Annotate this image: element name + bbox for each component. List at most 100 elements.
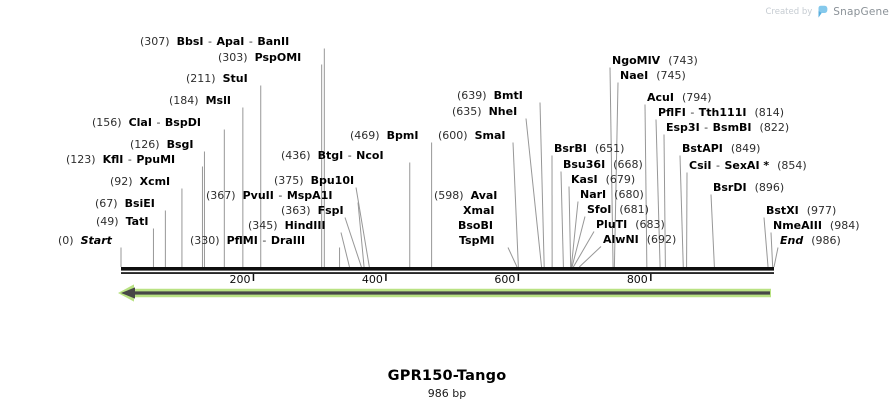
restriction-site-label[interactable]: NgoMIV(743) xyxy=(612,55,698,67)
site-leader-line xyxy=(613,82,619,268)
restriction-site-label[interactable]: CsiI - SexAI *(854) xyxy=(689,160,807,172)
restriction-site-label[interactable]: NarI (680) xyxy=(580,189,644,201)
site-position: (680) xyxy=(614,188,644,201)
restriction-site-label[interactable]: AcuI (794) xyxy=(647,92,712,104)
restriction-site-label[interactable]: BstXI(977) xyxy=(766,205,836,217)
restriction-site-label[interactable]: (211)StuI xyxy=(186,73,248,85)
restriction-site-label[interactable]: (307)BbsI - ApaI - BanII xyxy=(140,36,289,48)
restriction-site-label[interactable]: (49)TatI xyxy=(96,216,148,228)
enzyme-name: BstAPI xyxy=(682,142,723,155)
restriction-site-label[interactable]: XmaI xyxy=(463,205,494,217)
restriction-site-label[interactable]: (598) AvaI xyxy=(434,190,497,202)
ruler-tick-label: 400 xyxy=(361,273,383,286)
restriction-site-label[interactable]: (635)NheI xyxy=(452,106,517,118)
enzyme-name: AvaI xyxy=(470,189,498,202)
restriction-site-label[interactable]: (600) SmaI xyxy=(438,130,506,142)
site-position: (984) xyxy=(829,219,860,232)
site-position: (330) xyxy=(190,234,220,247)
site-position: (598) xyxy=(434,189,464,202)
site-position: (92) xyxy=(110,175,133,188)
restriction-site-label[interactable]: PflFI - Tth111I(814) xyxy=(658,107,784,119)
site-position: (639) xyxy=(457,89,487,102)
enzyme-name: NaeI xyxy=(620,69,649,82)
sequence-endpoint-label[interactable]: (0)Start xyxy=(58,235,112,247)
enzyme-name: Tth111I xyxy=(698,106,747,119)
feature-arrow-head[interactable] xyxy=(121,287,135,299)
restriction-site-label[interactable]: (303)PspOMI xyxy=(218,52,301,64)
enzyme-name: SmaI xyxy=(474,129,506,142)
enzyme-separator: - xyxy=(204,35,216,48)
restriction-site-label[interactable]: NaeI(745) xyxy=(620,70,686,82)
enzyme-name: AcuI xyxy=(647,91,674,104)
site-position: (600) xyxy=(438,129,468,142)
restriction-site-label[interactable]: Bsu36I(668) xyxy=(563,159,643,171)
site-leader-line xyxy=(572,231,595,268)
site-position: (436) xyxy=(281,149,311,162)
site-position: (67) xyxy=(95,197,118,210)
site-leader-line xyxy=(568,186,572,268)
site-leader-line xyxy=(525,118,543,268)
sequence-ruler-bar xyxy=(121,267,774,271)
restriction-site-label[interactable]: BsrBI(651) xyxy=(554,143,624,155)
site-position: (156) xyxy=(92,116,122,129)
restriction-site-label[interactable]: (330)PflMI - DraIII xyxy=(190,235,305,247)
snapgene-logo-icon xyxy=(818,5,828,18)
created-by-text: Created by xyxy=(765,6,813,17)
enzyme-name: DraIII xyxy=(270,234,306,247)
enzyme-name: End xyxy=(780,234,804,247)
restriction-site-label[interactable]: Esp3I - BsmBI(822) xyxy=(666,122,789,134)
enzyme-name: BmtI xyxy=(493,89,523,102)
restriction-site-label[interactable]: (92)XcmI xyxy=(110,176,170,188)
enzyme-separator: - xyxy=(712,159,724,172)
restriction-site-label[interactable]: (375)Bpu10I xyxy=(274,175,354,187)
enzyme-separator: - xyxy=(245,35,257,48)
enzyme-name: BanII xyxy=(257,35,290,48)
site-leader-line xyxy=(770,232,774,268)
site-position: (668) xyxy=(613,158,643,171)
restriction-site-label[interactable]: (67)BsiEI xyxy=(95,198,155,210)
snapgene-watermark: Created by SnapGene xyxy=(765,5,889,18)
restriction-site-label[interactable]: KasI(679) xyxy=(571,174,635,186)
restriction-site-label[interactable]: SfoI(681) xyxy=(587,204,649,216)
site-leader-line xyxy=(663,134,666,268)
restriction-site-label[interactable]: (184)MslI xyxy=(169,95,231,107)
restriction-site-label[interactable]: (436)BtgI - NcoI xyxy=(281,150,384,162)
restriction-site-label[interactable]: (345)HindIII xyxy=(248,220,326,232)
site-leader-line xyxy=(512,142,519,268)
site-leader-line xyxy=(539,102,545,268)
enzyme-separator: - xyxy=(274,189,286,202)
restriction-site-label[interactable]: (469)BpmI xyxy=(350,130,418,142)
restriction-site-label[interactable]: TspMI xyxy=(459,235,495,247)
restriction-site-label[interactable]: (367)PvuII - MspA1I xyxy=(206,190,332,202)
restriction-site-label[interactable]: (639) BmtI xyxy=(457,90,523,102)
restriction-site-label[interactable]: (363)FspI xyxy=(281,205,344,217)
restriction-site-label[interactable]: BsrDI (896) xyxy=(713,182,784,194)
sequence-endpoint-label[interactable]: End(986) xyxy=(780,235,841,247)
site-position: (367) xyxy=(206,189,236,202)
site-leader-line xyxy=(507,247,518,268)
site-position: (184) xyxy=(169,94,199,107)
restriction-site-label[interactable]: PluTI(683) xyxy=(596,219,665,231)
site-position: (896) xyxy=(754,181,785,194)
enzyme-name: PflFI xyxy=(658,106,686,119)
restriction-site-label[interactable]: BstAPI(849) xyxy=(682,143,760,155)
restriction-site-label[interactable]: (126)BsgI xyxy=(130,139,194,151)
enzyme-name: CsiI xyxy=(689,159,712,172)
restriction-site-label[interactable]: AlwNI(692) xyxy=(603,234,676,246)
restriction-site-label[interactable]: (123)KflI - PpuMI xyxy=(66,154,175,166)
ruler-tick-label: 200 xyxy=(229,273,251,286)
site-leader-line xyxy=(773,247,779,268)
site-position: (345) xyxy=(248,219,278,232)
restriction-site-label[interactable]: (156)ClaI - BspDI xyxy=(92,117,201,129)
ruler-tick-label: 600 xyxy=(494,273,516,286)
site-leader-line xyxy=(578,246,602,268)
site-position: (375) xyxy=(274,174,304,187)
restriction-site-label[interactable]: BsoBI xyxy=(458,220,493,232)
site-leader-line xyxy=(763,217,769,268)
site-position: (794) xyxy=(681,91,712,104)
restriction-site-label[interactable]: NmeAIII(984) xyxy=(773,220,860,232)
enzyme-name: NarI xyxy=(580,188,607,201)
enzyme-name: PspOMI xyxy=(254,51,302,64)
enzyme-name: BsrDI xyxy=(713,181,747,194)
site-position: (743) xyxy=(668,54,698,67)
